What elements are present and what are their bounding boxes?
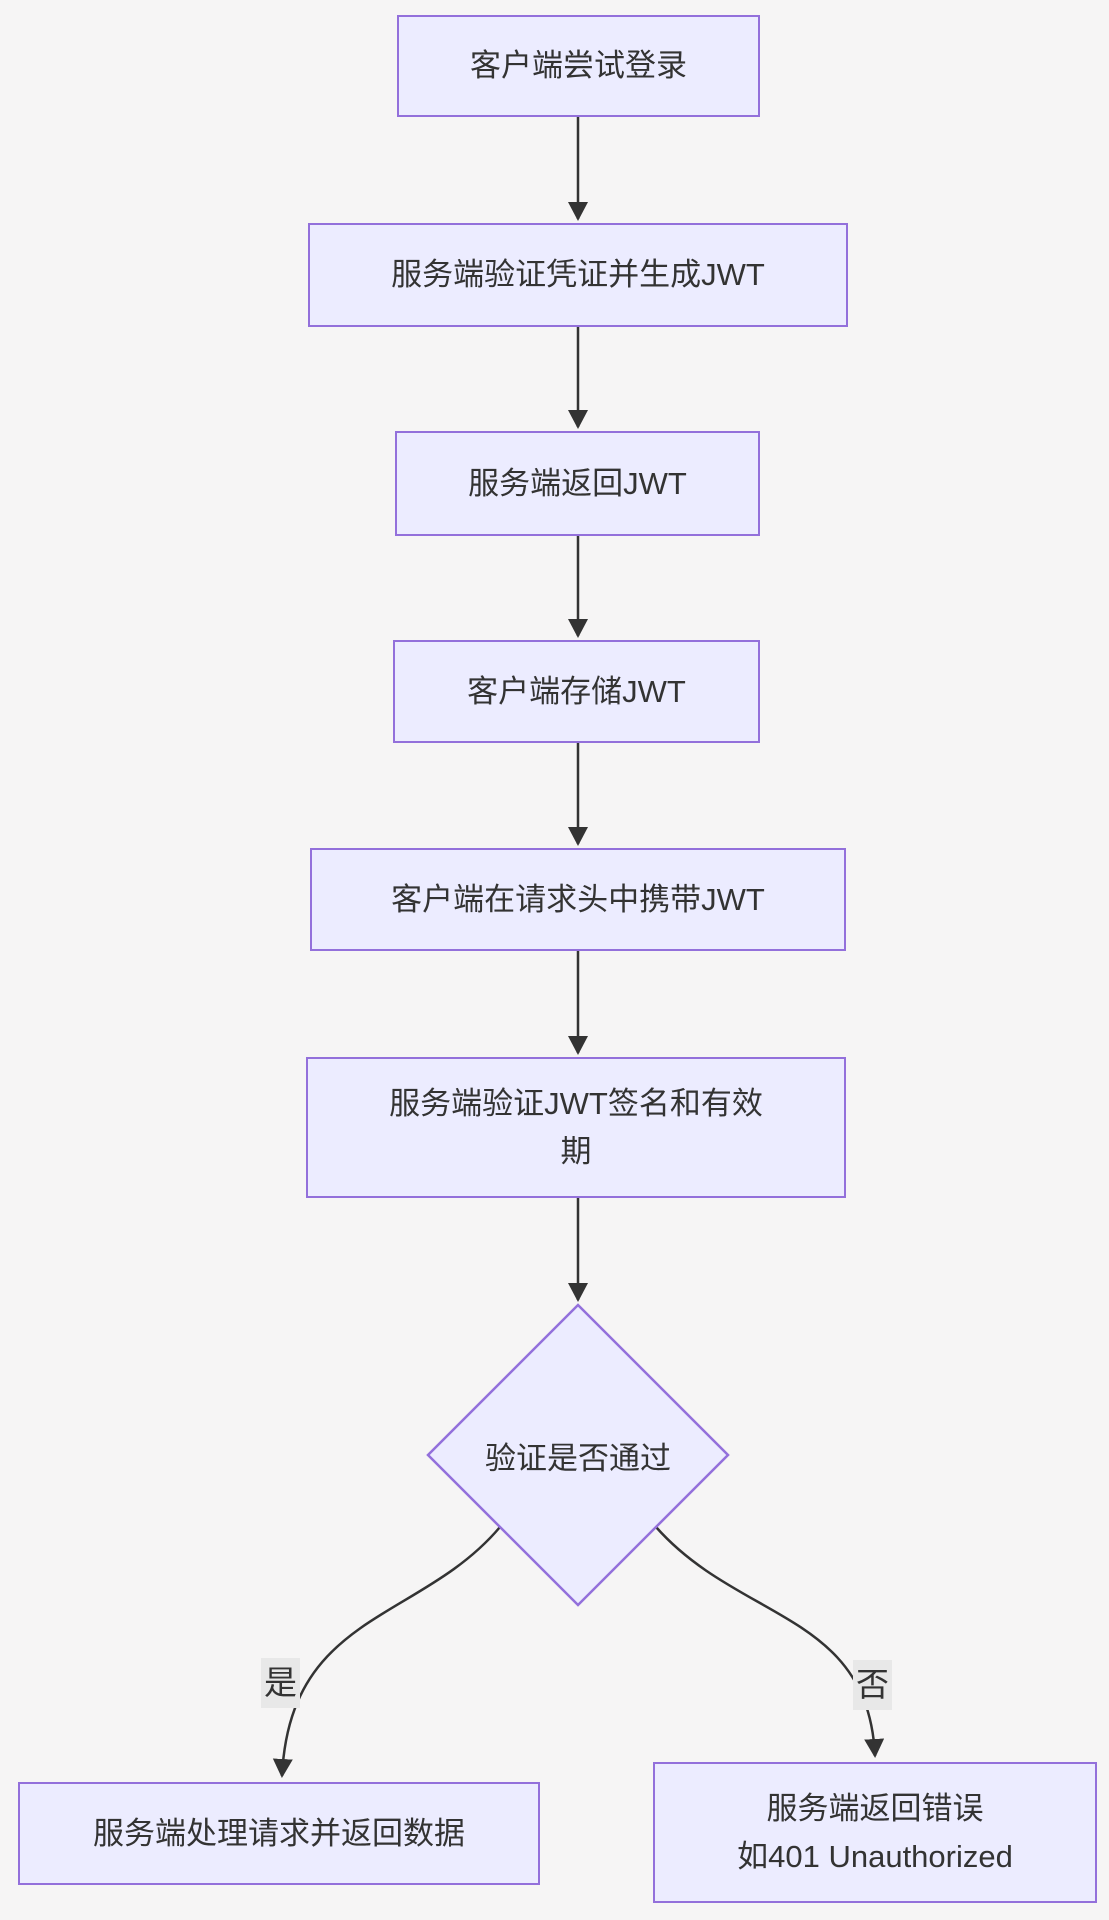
edge-label-yes: 是 — [261, 1658, 300, 1709]
node-client-login: 客户端尝试登录 — [397, 15, 760, 117]
node-server-verify-jwt: 服务端验证JWT签名和有效 期 — [306, 1057, 846, 1198]
node-server-return-error: 服务端返回错误 如401 Unauthorized — [653, 1762, 1097, 1903]
node-decision-label: 验证是否通过 — [485, 1440, 671, 1476]
decision-diamond-shape — [426, 1303, 730, 1607]
node-server-verify-credentials: 服务端验证凭证并生成JWT — [308, 223, 848, 327]
node-client-store-jwt: 客户端存储JWT — [393, 640, 760, 743]
node-server-process-request: 服务端处理请求并返回数据 — [18, 1782, 540, 1885]
node-server-return-jwt: 服务端返回JWT — [395, 431, 760, 536]
node-client-carry-jwt: 客户端在请求头中携带JWT — [310, 848, 846, 951]
edge-label-no: 否 — [853, 1660, 892, 1711]
edge-decision-no-to-error — [655, 1526, 885, 1758]
edge-decision-yes-to-success — [272, 1526, 501, 1778]
